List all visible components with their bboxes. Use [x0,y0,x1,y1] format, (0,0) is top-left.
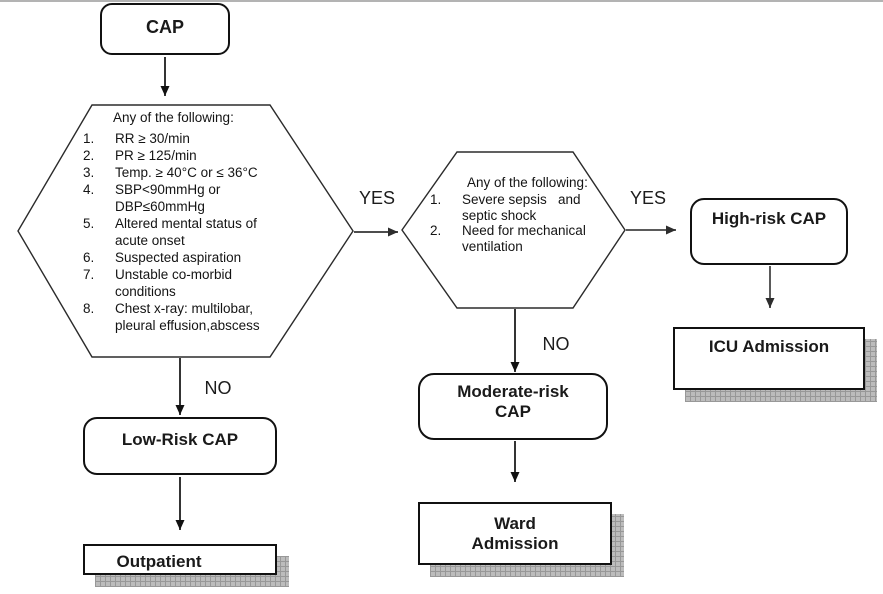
node-moderate-risk-cap: Moderate-risk CAP [418,373,608,440]
node-outpatient-label: Outpatient [116,551,202,571]
node-moderate-label: Moderate-risk CAP [457,381,569,421]
decision1-criteria: Any of the following: 1.RR ≥ 30/min 2.PR… [83,108,323,334]
node-high-risk-cap: High-risk CAP [690,198,848,265]
no-label-decision1: NO [204,378,232,398]
criteria-item: 1.RR ≥ 30/min [83,131,190,146]
node-ward-label: Ward Admission [471,513,559,553]
criteria-item: 4.SBP<90mmHg or DBP≤60mmHg [83,182,221,214]
decision1-hexagon-shape [17,104,354,358]
criteria-item: 7.Unstable co-morbid conditions [83,267,233,299]
yes-label-decision1: YES [358,188,396,208]
node-icu-label: ICU Admission [708,337,830,356]
no-label-decision2: NO [542,334,570,354]
decision1-heading: Any of the following: [113,110,234,125]
decision2-hexagon-shape [401,151,626,309]
yes-label-decision2: YES [629,188,667,208]
node-cap: CAP [100,3,230,55]
criteria-item: 3.Temp. ≥ 40°C or ≤ 36°C [83,165,258,180]
node-low-risk-cap: Low-Risk CAP [83,417,277,475]
node-cap-label: CAP [145,16,184,37]
decision2-heading: Any of the following: [467,175,588,190]
decision2-criteria: Any of the following: 1.Severe sepsis an… [430,174,615,254]
criteria-item: 6.Suspected aspiration [83,250,242,265]
criteria-item: 2.PR ≥ 125/min [83,148,197,163]
criteria-item: 8.Chest x-ray: multilobar, pleural effus… [83,301,260,333]
top-rule-divider [0,0,883,2]
node-outpatient: Outpatient [83,544,277,575]
node-high-risk-label: High-risk CAP [711,209,827,228]
criteria-item: 2.Need for mechanical ventilation [430,223,586,254]
node-low-risk-label: Low-Risk CAP [121,430,239,449]
node-icu-admission: ICU Admission [673,327,865,390]
criteria-item: 5.Altered mental status of acute onset [83,216,257,248]
criteria-item: 1.Severe sepsis and septic shock [430,192,581,223]
node-ward-admission: Ward Admission [418,502,612,565]
